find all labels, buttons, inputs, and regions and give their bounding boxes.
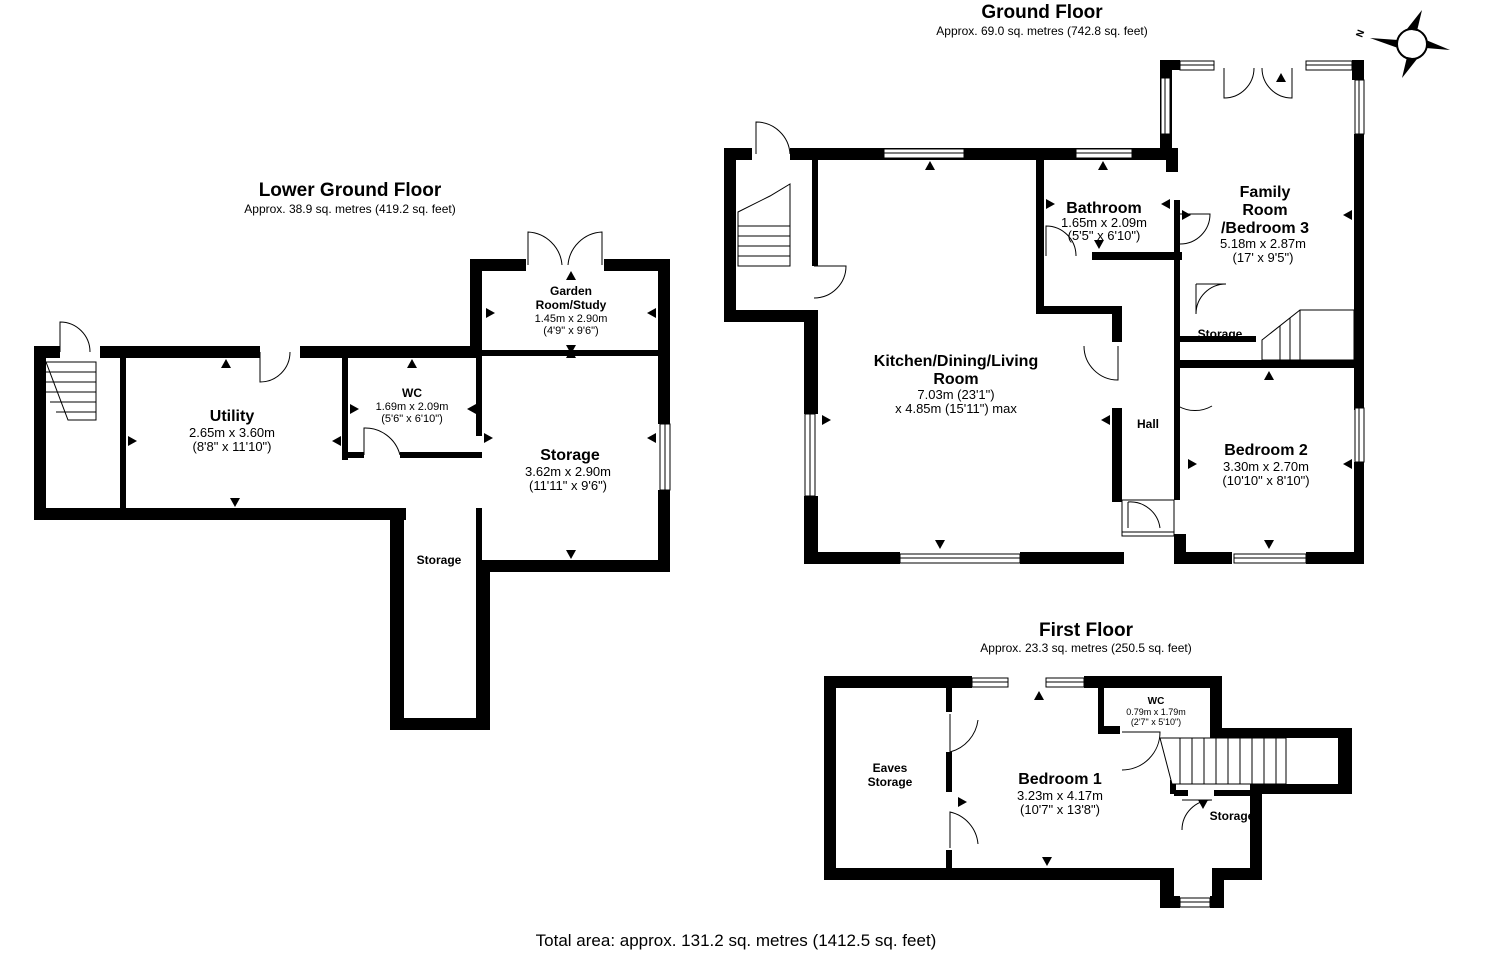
utility-name: Utility [210, 408, 255, 425]
kitchen-name-1: Kitchen/Dining/Living [874, 353, 1038, 370]
family-room-door[interactable] [1179, 213, 1211, 245]
garden-room-name-1: Garden [550, 284, 592, 298]
first-floor-title: First Floor [1039, 620, 1134, 641]
first-wc-door[interactable] [1121, 731, 1161, 771]
first-storage-door[interactable] [1181, 799, 1213, 831]
lower-wc-dim-metric: 1.69m x 2.09m [376, 401, 449, 413]
first-floor-plan: First Floor Approx. 23.3 sq. metres (250… [824, 620, 1352, 908]
first-wc-dim-metric: 0.79m x 1.79m [1126, 707, 1186, 717]
ground-floor-plan: Ground Floor Approx. 69.0 sq. metres (74… [724, 2, 1365, 564]
first-wc-name: WC [1148, 696, 1165, 707]
lower-storage-dim-metric: 3.62m x 2.90m [525, 464, 611, 479]
kitchen-dim-2: x 4.85m (15'11") max [895, 401, 1017, 416]
lower-storage-small-name: Storage [417, 553, 462, 567]
lower-dimension-arrows [128, 271, 656, 559]
front-door[interactable] [1127, 501, 1161, 529]
ground-floor-area: Approx. 69.0 sq. metres (742.8 sq. feet) [936, 24, 1147, 38]
bedroom1-dim-imperial: (10'7" x 13'8") [1020, 802, 1100, 817]
lower-storage-name: Storage [540, 447, 600, 464]
bedroom1-name: Bedroom 1 [1018, 771, 1102, 788]
eaves-storage-name-1: Eaves [873, 761, 908, 775]
total-area: Total area: approx. 131.2 sq. metres (14… [536, 931, 937, 950]
family-room-name-3: /Bedroom 3 [1221, 220, 1309, 237]
hall-name: Hall [1137, 417, 1159, 431]
lower-entrance-door[interactable] [59, 321, 91, 353]
family-room-name-1: Family [1240, 184, 1291, 201]
first-floor-area: Approx. 23.3 sq. metres (250.5 sq. feet) [980, 641, 1191, 655]
family-room-name-2: Room [1242, 202, 1287, 219]
ground-entrance-door[interactable] [755, 121, 791, 155]
lower-ground-floor-plan: Lower Ground Floor Approx. 38.9 sq. metr… [34, 180, 671, 730]
utility-dim-imperial: (8'8" x 11'10") [193, 439, 272, 454]
eaves-door-upper[interactable] [949, 714, 979, 753]
lower-wc-name: WC [402, 386, 422, 400]
lower-storage-dim-imperial: (11'11" x 9'6") [529, 478, 607, 493]
bedroom2-door[interactable] [1177, 372, 1213, 412]
bathroom-name: Bathroom [1066, 200, 1142, 217]
utility-dim-metric: 2.65m x 3.60m [189, 425, 275, 440]
garden-room-dim-imperial: (4'9" x 9'6") [543, 325, 598, 337]
eaves-storage-name-2: Storage [868, 775, 913, 789]
lower-storage-window [659, 423, 671, 491]
kitchen-dim-1: 7.03m (23'1") [917, 387, 994, 402]
ground-storage-name: Storage [1198, 327, 1243, 341]
lower-stairs [45, 361, 97, 421]
bathroom-dim-imperial: (5'5" x 6'10") [1068, 228, 1141, 243]
lower-floor-area: Approx. 38.9 sq. metres (419.2 sq. feet) [244, 202, 455, 216]
first-windows [971, 677, 1211, 908]
lower-walls [34, 259, 670, 730]
bedroom2-dim-imperial: (10'10" x 8'10") [1222, 473, 1309, 488]
garden-room-name-2: Room/Study [536, 298, 607, 312]
ground-walls [724, 60, 1364, 564]
ground-storage-door[interactable] [1195, 283, 1227, 315]
bedroom1-dim-metric: 3.23m x 4.17m [1017, 788, 1103, 803]
ground-floor-title: Ground Floor [981, 2, 1103, 23]
bathroom-dim-metric: 1.65m x 2.09m [1061, 215, 1147, 230]
lower-floor-title: Lower Ground Floor [259, 180, 442, 201]
utility-door[interactable] [259, 351, 291, 383]
family-french-doors[interactable] [1223, 67, 1293, 99]
ground-stairs [737, 183, 1355, 361]
ground-dimension-arrows [822, 73, 1352, 549]
first-storage-name: Storage [1210, 809, 1255, 823]
bedroom2-dim-metric: 3.30m x 2.70m [1223, 459, 1309, 474]
kitchen-door[interactable] [813, 265, 847, 299]
bedroom2-name: Bedroom 2 [1224, 442, 1308, 459]
first-walls [824, 676, 1352, 908]
compass-icon: N [1354, 10, 1450, 78]
garden-room-dim-metric: 1.45m x 2.90m [535, 313, 608, 325]
family-room-dim-metric: 5.18m x 2.87m [1220, 236, 1306, 251]
lower-wc-door[interactable] [363, 427, 401, 456]
lower-wc-dim-imperial: (5'6" x 6'10") [381, 413, 443, 425]
hall-door[interactable] [1083, 345, 1119, 381]
first-wc-dim-imperial: (2'7" x 5'10") [1131, 717, 1181, 727]
kitchen-name-2: Room [933, 371, 978, 388]
ground-windows [804, 60, 1365, 564]
compass-north-label: N [1354, 28, 1367, 39]
first-stairs [1159, 737, 1287, 785]
family-room-dim-imperial: (17' x 9'5") [1233, 250, 1294, 265]
first-dimension-arrows [958, 691, 1208, 866]
garden-french-doors[interactable] [527, 231, 603, 266]
eaves-door-lower[interactable] [949, 811, 979, 848]
bathroom-door[interactable] [1045, 225, 1077, 257]
